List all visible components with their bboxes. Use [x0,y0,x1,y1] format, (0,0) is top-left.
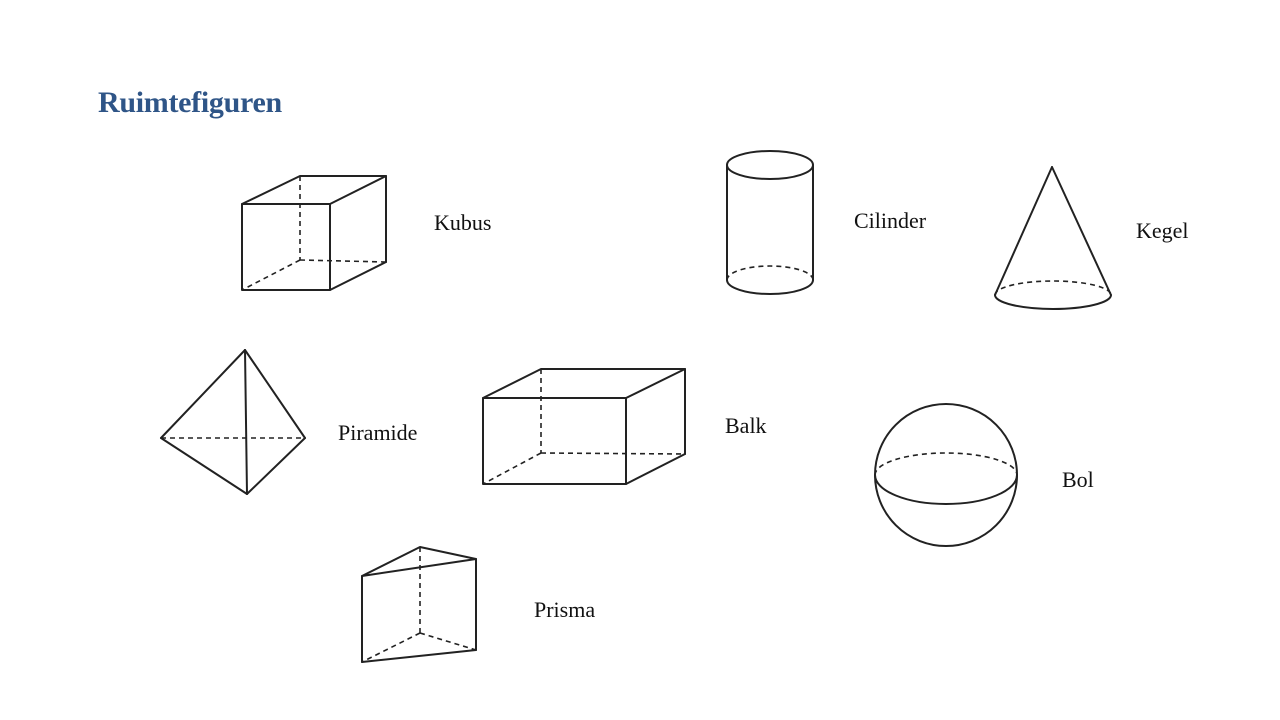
label-kubus: Kubus [434,210,492,235]
label-balk: Balk [725,413,767,438]
label-cilinder: Cilinder [854,208,927,233]
label-piramide: Piramide [338,420,418,445]
page-title: Ruimtefiguren [98,86,282,119]
label-kegel: Kegel [1136,218,1189,243]
label-prisma: Prisma [534,597,596,622]
label-bol: Bol [1062,467,1094,492]
